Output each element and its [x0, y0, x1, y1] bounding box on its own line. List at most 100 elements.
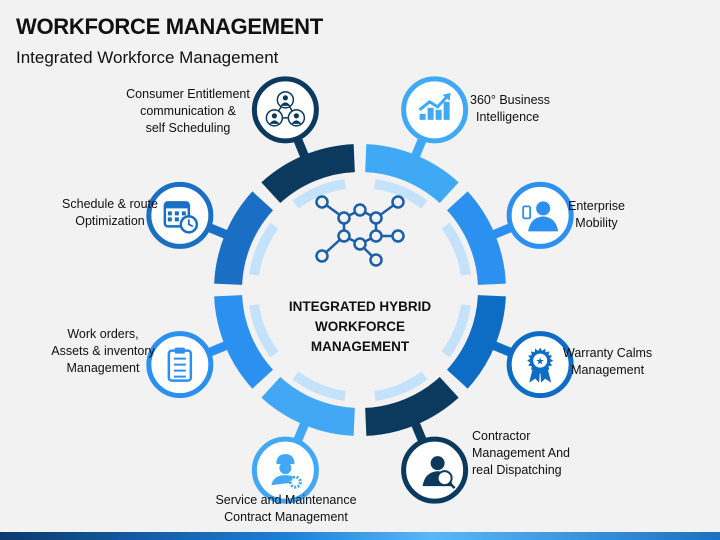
head [279, 462, 292, 475]
network-node [369, 253, 383, 267]
label-line: Warranty Calms [563, 346, 653, 360]
inner-ring-dash [292, 179, 346, 209]
center-line-3: MANAGEMENT [310, 339, 410, 354]
chart-bar [427, 107, 434, 120]
ring-segment [214, 295, 274, 389]
label-line: Work orders, [67, 327, 139, 341]
clip [174, 347, 185, 354]
label-line: Management [66, 361, 140, 375]
ring-segment [261, 144, 355, 204]
arrow-head [442, 92, 451, 101]
ring-segment [446, 295, 506, 389]
ring-segment [365, 144, 459, 204]
user-head [271, 113, 277, 119]
user-body [291, 120, 302, 124]
seal-center [533, 353, 548, 368]
label-line: Service and Maintenance [215, 493, 357, 507]
label-line: Intelligence [476, 110, 540, 124]
segment-warranty-claims: ★ [446, 295, 574, 399]
pin-circle [401, 76, 469, 144]
user-body [269, 120, 280, 124]
ring-segment [365, 376, 459, 436]
calendar-header [164, 202, 189, 209]
network-node [337, 211, 351, 225]
segment-contractor-management [365, 376, 469, 504]
calendar-day [167, 217, 172, 222]
inner-ring-dash [441, 304, 471, 358]
growth-chart-icon [418, 92, 451, 120]
segment-enterprise-mobility [446, 181, 574, 285]
label-line: Contractor [472, 429, 531, 443]
network-node [391, 229, 405, 243]
star: ★ [536, 357, 545, 368]
clock-hands [187, 219, 194, 228]
label-line: Enterprise [568, 199, 625, 213]
user-head [293, 113, 299, 119]
center-line-1: INTEGRATED HYBRID [288, 299, 432, 314]
page-title: WORKFORCE MANAGEMENT [16, 14, 323, 39]
award-ribbon-icon: ★ [527, 347, 554, 383]
label-line: communication & [140, 104, 236, 118]
ring-segment [214, 191, 274, 285]
pin-circle [251, 76, 319, 144]
user-head [282, 95, 288, 101]
label-line: Consumer Entitlement [126, 87, 250, 101]
label-line: 360° Business [470, 93, 551, 107]
label-consumer-entitlement: Consumer Entitlement communication & self … [118, 86, 258, 137]
head [536, 201, 551, 216]
body [528, 216, 559, 232]
inner-ring-dash [249, 304, 279, 358]
person-magnifier-icon [422, 456, 456, 490]
user-body [280, 102, 291, 106]
segment-consumer-entitlement [251, 76, 355, 204]
network-node [369, 211, 383, 225]
ring-segment [446, 191, 506, 285]
label-line: real Dispatching [472, 463, 562, 477]
label-line: Assets & inventory [51, 344, 155, 358]
network-node [353, 237, 367, 251]
gear [288, 475, 302, 489]
calendar-day [174, 211, 179, 216]
chart-bar [435, 109, 442, 120]
network-hub-icon [315, 195, 405, 267]
label-line: Optimization [75, 214, 145, 228]
label-line: Mobility [575, 216, 618, 230]
businessman-phone-icon [522, 201, 559, 232]
inner-ring-dash [249, 222, 279, 276]
inner-ring-dash [374, 179, 428, 209]
label-line: self Scheduling [145, 121, 231, 135]
pin-circle [506, 181, 574, 249]
user-network-icon [265, 91, 306, 127]
ring-segment [261, 376, 355, 436]
network-lines [273, 98, 298, 119]
calendar-day [167, 211, 172, 216]
inner-ring-dash [292, 371, 346, 401]
calendar-day [181, 211, 186, 216]
segment-business-intelligence [365, 76, 469, 204]
center-label: INTEGRATED HYBRID WORKFORCE MANAGEMENT [270, 297, 450, 357]
chart-bar [419, 113, 426, 120]
segment-schedule-route [146, 181, 274, 285]
calendar-day [174, 217, 179, 222]
network-node [315, 249, 329, 263]
head [430, 456, 445, 471]
segment-service-maintenance [251, 376, 355, 504]
label-line: Contract Management [224, 510, 348, 524]
segment-work-orders [146, 295, 274, 399]
label-line: Schedule & route [62, 197, 158, 211]
trend-line [418, 94, 449, 112]
bottom-accent-bar [0, 532, 720, 540]
magnifier-lens [436, 470, 453, 487]
label-line: Management [571, 363, 645, 377]
label-line: Management And [472, 446, 570, 460]
page-subtitle: Integrated Workforce Management [16, 48, 279, 67]
phone [522, 205, 532, 220]
inner-ring-dash [374, 371, 428, 401]
